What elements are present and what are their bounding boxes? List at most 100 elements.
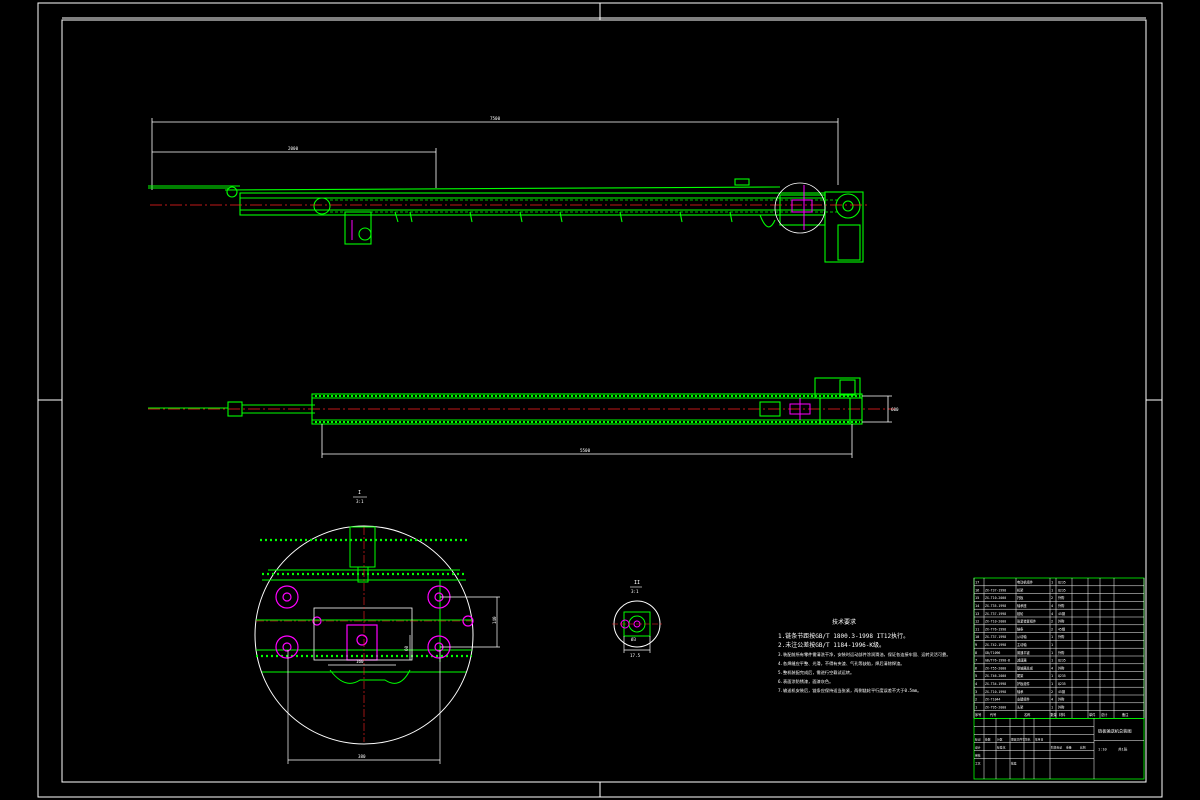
dim-plan-height-label: 600	[891, 407, 899, 412]
part-no: 3	[975, 690, 977, 694]
dimension-plan-length	[321, 424, 853, 458]
title-label-stage: 阶段标记	[1051, 745, 1062, 749]
part-code: ZX-T1044	[985, 698, 1000, 702]
title-label-approve: 批准	[1011, 761, 1017, 765]
dimension-plan-height	[862, 395, 892, 423]
part-name: 减速器	[1017, 658, 1027, 663]
part-material: 外购	[1058, 603, 1064, 608]
part-qty: 1	[1051, 674, 1053, 678]
parts-header-note: 备注	[1122, 712, 1129, 717]
detail-i-dimensions	[287, 596, 500, 764]
notes-line-6: 6.表面涂防锈漆，面漆灰色。	[778, 678, 833, 685]
part-name: 张紧装置组件	[1017, 619, 1037, 624]
part-material: 外购	[1058, 634, 1064, 639]
dim-overall-length-label: 7500	[490, 116, 501, 121]
part-qty: 1	[1051, 705, 1053, 709]
title-label-review: 审核	[975, 753, 981, 757]
drive-sprocket-circle	[774, 182, 826, 234]
part-name: 链条	[1017, 626, 1024, 631]
part-no: 10	[975, 635, 979, 639]
dim-detail-inner-width-label: 160	[356, 659, 364, 664]
part-code: ZX-T10-1998	[985, 690, 1006, 694]
part-code: GB/T76-1998-8	[985, 659, 1010, 663]
part-qty: 1	[1051, 581, 1053, 585]
parts-header-material: 材料	[1059, 712, 1066, 717]
drawing-sheet: 共1张	[1118, 746, 1128, 751]
part-no: 5	[975, 674, 977, 678]
dim-detail-width-label: 380	[358, 754, 366, 759]
dim-detail-inner-height-label: 60	[404, 645, 409, 651]
part-qty: 2	[1051, 627, 1053, 631]
parts-header-weight: 单件	[1089, 712, 1096, 717]
part-no: 4	[975, 682, 977, 686]
drawing-frame	[37, 2, 1163, 798]
part-no: 2	[975, 698, 977, 702]
part-name: 机架	[1017, 587, 1024, 592]
part-qty: 1	[1051, 588, 1053, 592]
part-name: 尾架	[1017, 673, 1024, 678]
parts-header-code: 代号	[990, 712, 996, 717]
detail-ii-label-top: II	[634, 580, 640, 586]
part-code: ZX-T95-2000	[985, 705, 1006, 709]
part-material: Q235	[1058, 682, 1066, 686]
part-material: 外购	[1058, 619, 1064, 624]
part-code: ZX-T42-1998	[985, 643, 1006, 647]
dimension-overall-length	[151, 118, 839, 190]
part-code: ZX-T37-1998	[985, 588, 1006, 592]
notes-line-1: 1.链条节距按GB/T 1800.3-1998 IT12执行。	[778, 632, 909, 640]
part-name: 链轮	[1017, 611, 1024, 616]
part-no: 8	[975, 651, 977, 655]
plan-view[interactable]: 5500 600	[148, 377, 899, 458]
technical-requirements: 技术要求 1.链条节距按GB/T 1800.3-1998 IT12执行。 2.未…	[778, 618, 951, 694]
detail-view-i[interactable]: I 3:1	[254, 490, 500, 764]
parts-header-qty: 数量	[1051, 712, 1058, 717]
part-material: Q235	[1058, 674, 1066, 678]
title-label: 标记	[975, 737, 981, 741]
table-row[interactable]: 5 ZX-T46-2000 尾架 1 Q235	[975, 673, 1066, 678]
detail-i-centerlines	[256, 527, 472, 742]
title-label-process: 工艺	[975, 761, 981, 765]
part-name: 联轴器总成	[1017, 665, 1034, 670]
detail-i-boundary	[254, 525, 474, 745]
part-code: ZX-T10-2000	[985, 620, 1006, 624]
part-code: ZX-T35-1998	[985, 604, 1006, 608]
notes-line-4: 4.各焊缝应平整、光滑，不得有夹渣、气孔等缺陷，焊后清除焊渣。	[778, 660, 904, 667]
part-qty: 4	[1051, 666, 1053, 670]
part-no: 17	[975, 581, 979, 585]
dim-detail-height-label: 140	[492, 616, 497, 624]
part-material: 外购	[1058, 595, 1064, 600]
part-code: ZX-T37-1998	[985, 635, 1006, 639]
title-label: 分区	[997, 737, 1003, 741]
side-elevation-view[interactable]: 7500 2000	[148, 116, 870, 263]
part-code: ZX-T46-2000	[985, 674, 1006, 678]
detail-view-ii[interactable]: II 3:1 Ø3 17.5	[612, 580, 662, 658]
part-qty: 2	[1051, 596, 1053, 600]
part-qty: 1	[1051, 682, 1053, 686]
part-name: 从动轴	[1017, 634, 1027, 639]
dim-front-section-label: 2000	[288, 146, 299, 151]
title-label-scale: 比例	[1080, 745, 1086, 749]
part-code: ZX-T37-1998	[985, 612, 1006, 616]
parts-header-total: 总计	[1101, 712, 1108, 717]
plan-frame	[148, 377, 863, 425]
parts-header-no: 序号	[975, 712, 981, 717]
